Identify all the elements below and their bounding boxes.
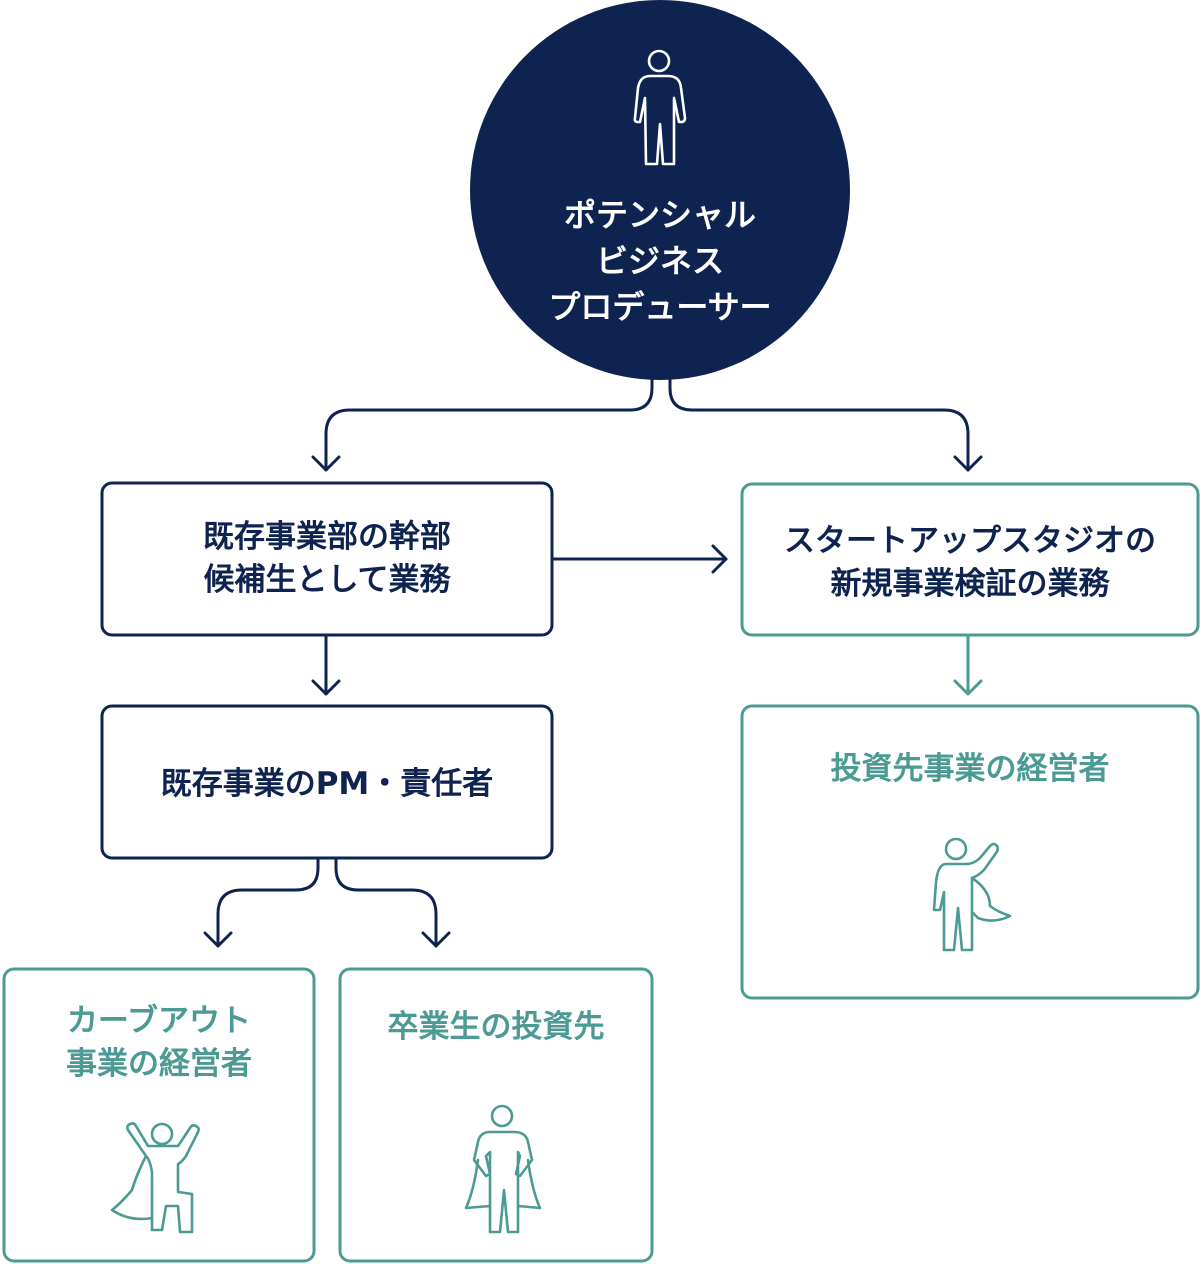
arrowhead-studio-side [711,544,728,574]
graduate-investee-line-1: 卒業生の投資先 [387,1009,605,1045]
pm-leader-label: 既存事業のPM・責任者 [102,763,552,806]
pm-leader-line-1: 既存事業のPM・責任者 [160,766,494,802]
box-pm-leader [100,704,554,860]
connectors-navy [203,376,983,948]
root-label-line-1: ポテンシャル [563,196,756,234]
carveout-ceo-label: カーブアウト 事業の経営者 [4,1000,314,1086]
arrowhead-executive [311,455,341,472]
root-circle [470,0,850,380]
hero-cheering-icon [110,1122,200,1234]
arrowhead-studio [953,455,983,472]
box-portfolio-ceo [740,704,1200,1000]
carveout-ceo-line-2: 事業の経営者 [66,1046,252,1082]
executive-candidate-line-1: 既存事業部の幹部 [203,519,451,555]
executive-candidate-label: 既存事業部の幹部 候補生として業務 [102,516,552,602]
connector-root-to-executive [324,376,654,472]
connector-root-to-studio [668,376,970,472]
arrowhead-pm [311,679,341,696]
graduate-investee-label: 卒業生の投資先 [340,1006,652,1049]
box-carveout-ceo [2,967,316,1263]
box-executive-candidate [100,481,554,637]
root-label-line-2: ビジネス [595,242,724,280]
box-graduate-investee [338,967,654,1263]
hero-waving-icon [932,837,1012,952]
connector-pm-to-carveout [216,857,320,948]
arrowhead-portfolio [953,679,983,696]
startup-studio-label: スタートアップスタジオの 新規事業検証の業務 [742,520,1198,606]
connectors-teal [953,635,983,696]
startup-studio-line-2: 新規事業検証の業務 [830,566,1110,602]
root-label-line-3: プロデューサー [548,288,772,326]
startup-studio-line-1: スタートアップスタジオの [784,523,1156,559]
carveout-ceo-line-1: カーブアウト [66,1003,252,1039]
connector-pm-to-graduate [334,857,438,948]
hero-standing-icon [464,1104,542,1234]
arrowhead-graduate [421,931,451,948]
person-icon [633,49,687,166]
portfolio-ceo-label: 投資先事業の経営者 [742,748,1198,791]
executive-candidate-line-2: 候補生として業務 [203,562,451,598]
root-label: ポテンシャル ビジネス プロデューサー [470,192,850,330]
box-startup-studio [740,482,1200,637]
arrowhead-carveout [203,931,233,948]
portfolio-ceo-line-1: 投資先事業の経営者 [830,751,1110,787]
